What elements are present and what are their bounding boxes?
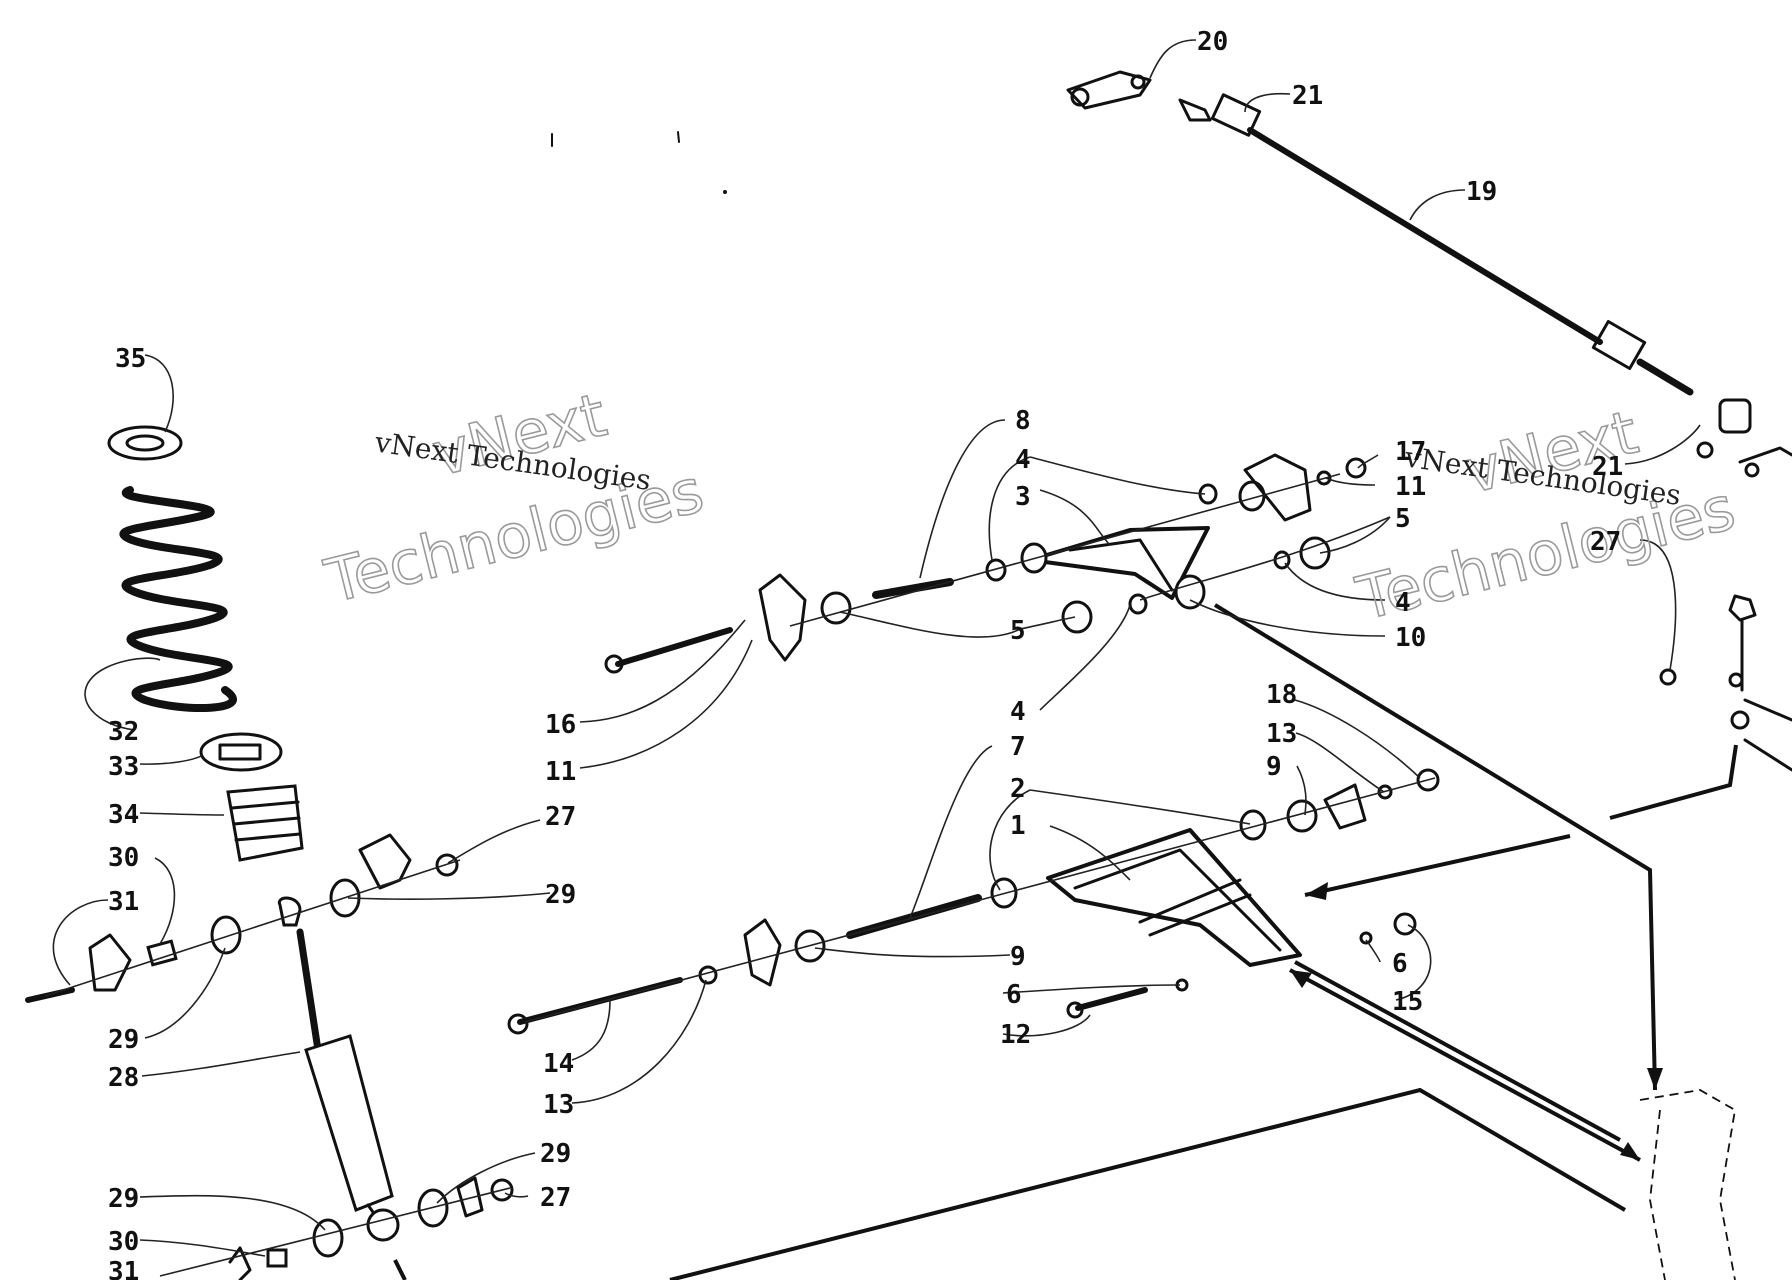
watermark-left: vNext Technologies vNext Technologies bbox=[318, 379, 711, 618]
callout-label: 13 bbox=[1266, 719, 1297, 749]
stray-marks bbox=[551, 131, 727, 194]
leader-lines bbox=[52, 39, 1701, 1257]
callout-label: 18 bbox=[1266, 680, 1297, 710]
callout-label: 30 bbox=[108, 843, 139, 873]
callout-label: 29 bbox=[545, 880, 576, 910]
callout-label: 31 bbox=[108, 887, 139, 917]
lower-a-arm bbox=[507, 768, 1440, 1035]
watermark-big-bottom: Technologies bbox=[318, 456, 710, 617]
frame-outline bbox=[669, 603, 1738, 1280]
callout-label: 7 bbox=[1010, 732, 1026, 762]
callout-label: 9 bbox=[1266, 752, 1282, 782]
parts-artwork bbox=[25, 70, 1792, 1280]
callout-label: 4 bbox=[1015, 445, 1031, 475]
callout-label: 29 bbox=[108, 1025, 139, 1055]
callout-label: 29 bbox=[540, 1139, 571, 1169]
tie-rod-assembly bbox=[1066, 70, 1792, 686]
callout-label: 2 bbox=[1010, 774, 1026, 804]
callout-label: 12 bbox=[1000, 1020, 1031, 1050]
coil-spring-assembly bbox=[107, 425, 304, 862]
callout-label: 11 bbox=[1395, 472, 1426, 502]
callout-label: 27 bbox=[540, 1183, 571, 1213]
callout-label: 27 bbox=[545, 802, 576, 832]
callout-label: 6 bbox=[1392, 949, 1408, 979]
callout-label: 5 bbox=[1395, 504, 1411, 534]
callout-label: 14 bbox=[543, 1049, 574, 1079]
callout-label: 6 bbox=[1006, 980, 1022, 1010]
callout-label: 19 bbox=[1466, 177, 1497, 207]
callout-label: 9 bbox=[1010, 942, 1026, 972]
callout-label: 21 bbox=[1292, 81, 1323, 111]
callout-label: 33 bbox=[108, 752, 139, 782]
callout-label: 28 bbox=[108, 1063, 139, 1093]
callout-label: 32 bbox=[108, 717, 139, 747]
callout-label: 17 bbox=[1395, 437, 1426, 467]
callout-label: 27 bbox=[1590, 527, 1621, 557]
callout-label: 21 bbox=[1592, 452, 1623, 482]
callout-label: 5 bbox=[1010, 616, 1026, 646]
callout-label: 30 bbox=[108, 1227, 139, 1257]
spindle-partial bbox=[1639, 594, 1792, 1280]
callout-label: 34 bbox=[108, 800, 139, 830]
callout-label: 1 bbox=[1010, 811, 1026, 841]
callout-label: 4 bbox=[1395, 588, 1411, 618]
callout-label: 3 bbox=[1015, 482, 1031, 512]
upper-a-arm bbox=[604, 453, 1367, 674]
callout-label: 31 bbox=[108, 1257, 139, 1280]
callout-label: 10 bbox=[1395, 623, 1426, 653]
shock-absorber bbox=[277, 896, 407, 1280]
callout-label: 13 bbox=[543, 1090, 574, 1120]
callout-label: 35 bbox=[115, 344, 146, 374]
callout-labels: 20 21 19 21 27 35 8 4 3 17 11 5 4 10 5 4… bbox=[108, 27, 1623, 1280]
callout-label: 4 bbox=[1010, 697, 1026, 727]
callout-label: 11 bbox=[545, 757, 576, 787]
callout-label: 20 bbox=[1197, 27, 1228, 57]
callout-label: 8 bbox=[1015, 406, 1031, 436]
callout-label: 29 bbox=[108, 1184, 139, 1214]
callout-label: 15 bbox=[1392, 987, 1423, 1017]
callout-label: 16 bbox=[545, 710, 576, 740]
lower-shock-hardware bbox=[159, 1176, 514, 1280]
upper-shock-hardware bbox=[25, 833, 461, 1003]
